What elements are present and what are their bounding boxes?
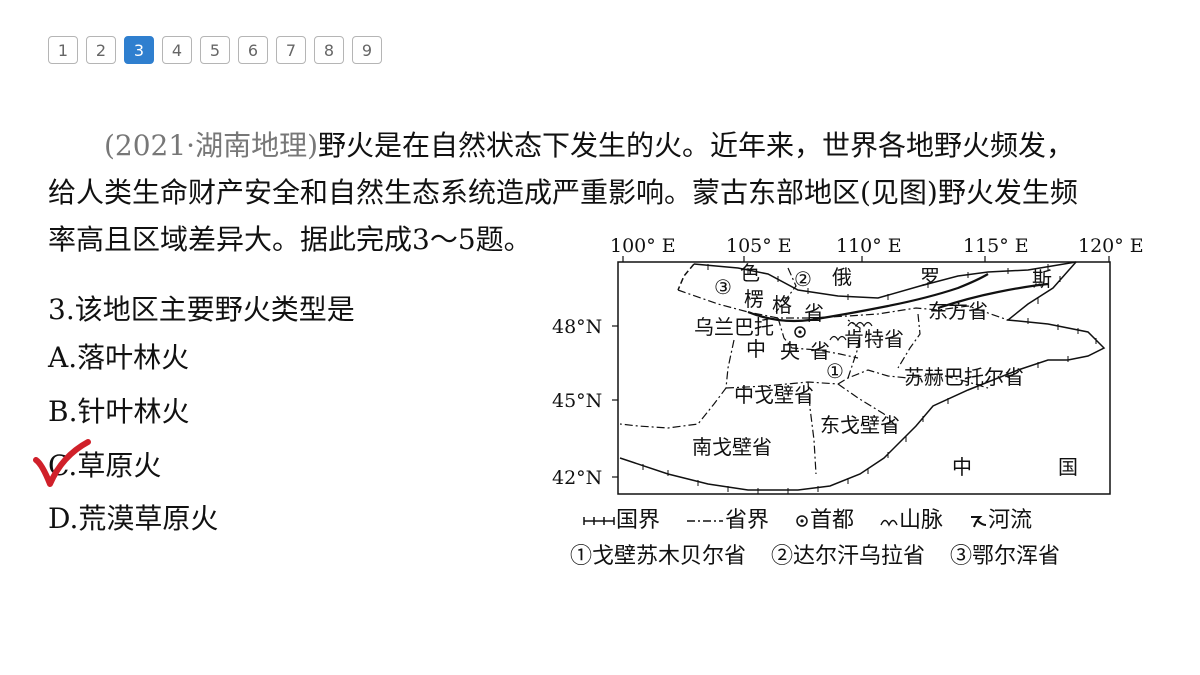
lat-label-45: 45°N bbox=[552, 390, 602, 412]
legend-river: 河流 bbox=[988, 508, 1033, 533]
label-east-gobi: 东戈壁省 bbox=[820, 413, 900, 437]
province-border-legend-icon bbox=[687, 520, 724, 522]
label-dornod: 东方省 bbox=[928, 299, 988, 323]
marker-2: ② bbox=[794, 267, 812, 291]
page-button-8[interactable]: 8 bbox=[314, 36, 344, 64]
page-button-7[interactable]: 7 bbox=[276, 36, 306, 64]
marker-1: ① bbox=[826, 359, 844, 383]
label-china-1: 中 bbox=[952, 455, 972, 479]
lon-label-115: 115° E bbox=[963, 235, 1029, 257]
lon-label-110: 110° E bbox=[836, 235, 902, 257]
page-button-9[interactable]: 9 bbox=[352, 36, 382, 64]
label-middle-gobi: 中戈壁省 bbox=[734, 383, 814, 407]
border-ticks bbox=[642, 264, 1097, 494]
legend-capital: 首都 bbox=[810, 508, 855, 533]
marker-3: ③ bbox=[714, 275, 732, 299]
page-button-2[interactable]: 2 bbox=[86, 36, 116, 64]
province-borders bbox=[619, 267, 1009, 475]
lon-label-105: 105° E bbox=[726, 235, 792, 257]
longitude-labels: 100° E 105° E 110° E 115° E 120° E bbox=[610, 235, 1144, 257]
pagination: 1 2 3 4 5 6 7 8 9 bbox=[48, 36, 382, 64]
mountain-symbols bbox=[829, 321, 873, 342]
label-central-3: 省 bbox=[810, 339, 830, 363]
legend-note-1: ①戈壁苏木贝尔省 bbox=[570, 544, 747, 569]
page-button-6[interactable]: 6 bbox=[238, 36, 268, 64]
label-selenge-4: 省 bbox=[804, 301, 824, 325]
legend-mountain: 山脉 bbox=[899, 508, 944, 533]
legend-province: 省界 bbox=[725, 508, 770, 533]
capital-symbol bbox=[794, 326, 806, 338]
label-selenge-1: 色 bbox=[740, 261, 760, 285]
question-stem: (2021·湖南地理)野火是在自然状态下发生的火。近年来，世界各地野火频发， 给人… bbox=[48, 122, 1163, 263]
legend-note-2: ②达尔汗乌拉省 bbox=[771, 544, 926, 569]
map-labels: 色 ③ ② 俄 罗 斯 楞 格 省 东方省 乌兰巴托 肯特省 中 央 省 ① 苏… bbox=[692, 261, 1078, 479]
map-legend: 国界 省界 首都 山脉 河流 ①戈壁苏木贝尔省 ②达尔汗乌拉省 ③鄂尔浑省 bbox=[570, 505, 1078, 573]
page-button-4[interactable]: 4 bbox=[162, 36, 192, 64]
label-selenge-3: 格 bbox=[772, 293, 792, 317]
label-russia-2: 罗 bbox=[920, 265, 940, 289]
lat-label-48: 48°N bbox=[552, 316, 602, 338]
graticule-ticks bbox=[612, 256, 1110, 478]
border-legend-icon bbox=[583, 517, 615, 525]
lon-label-120: 120° E bbox=[1078, 235, 1144, 257]
mongolia-map: 100° E 105° E 110° E 115° E 120° E 48°N … bbox=[552, 235, 1144, 495]
label-central-1: 中 bbox=[746, 337, 766, 361]
label-sukhbaatar: 苏赫巴托尔省 bbox=[904, 365, 1024, 389]
label-khentii: 肯特省 bbox=[844, 327, 904, 351]
label-russia-3: 斯 bbox=[1032, 267, 1052, 291]
label-china-2: 国 bbox=[1058, 455, 1078, 479]
stem-line-1: 野火是在自然状态下发生的火。近年来，世界各地野火频发， bbox=[318, 129, 1075, 162]
rivers bbox=[747, 273, 1049, 323]
option-d[interactable]: D.荒漠草原火 bbox=[48, 502, 219, 535]
label-south-gobi: 南戈壁省 bbox=[692, 435, 772, 459]
lat-label-42: 42°N bbox=[552, 467, 602, 489]
stem-line-2: 给人类生命财产安全和自然生态系统造成严重影响。蒙古东部地区(见图)野火发生频 bbox=[48, 176, 1078, 209]
legend-border: 国界 bbox=[616, 508, 661, 533]
label-ulaanbaatar: 乌兰巴托 bbox=[694, 315, 774, 339]
legend-note-3: ③鄂尔浑省 bbox=[950, 544, 1061, 569]
mountain-legend-icon bbox=[880, 519, 898, 527]
page-button-3[interactable]: 3 bbox=[124, 36, 154, 64]
source-citation: (2021·湖南地理) bbox=[104, 129, 319, 162]
stem-line-3: 率高且区域差异大。据此完成3～5题。 bbox=[48, 223, 532, 256]
option-b[interactable]: B.针叶林火 bbox=[48, 395, 190, 428]
label-russia-1: 俄 bbox=[832, 265, 852, 289]
correct-check-icon bbox=[33, 439, 91, 487]
map-frame bbox=[617, 261, 1111, 495]
option-a[interactable]: A.落叶林火 bbox=[48, 341, 190, 374]
page-button-5[interactable]: 5 bbox=[200, 36, 230, 64]
label-selenge-2: 楞 bbox=[744, 287, 764, 311]
lon-label-100: 100° E bbox=[610, 235, 676, 257]
river-legend-icon bbox=[971, 516, 987, 528]
label-central-2: 央 bbox=[780, 339, 800, 363]
latitude-labels: 48°N 45°N 42°N bbox=[552, 316, 602, 489]
question-title: 3.该地区主要野火类型是 bbox=[48, 293, 355, 326]
capital-legend-icon bbox=[796, 515, 808, 527]
page-button-1[interactable]: 1 bbox=[48, 36, 78, 64]
